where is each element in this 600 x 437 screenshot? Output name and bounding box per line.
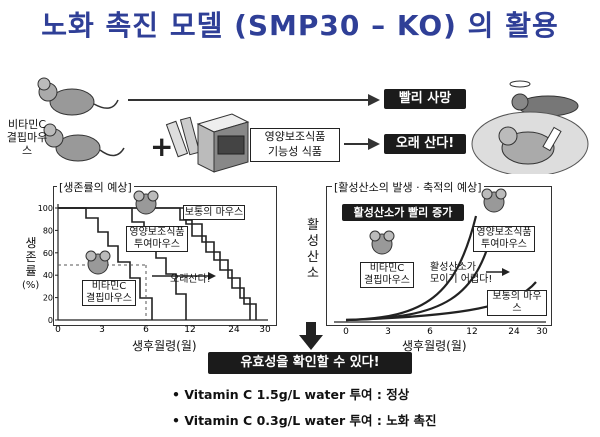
supplement-box: 영양보조식품 기능성 식품 xyxy=(250,128,340,162)
oxygen-vitamin-c-label: 비타민C 결핍마우스 xyxy=(360,262,414,288)
x-tick-label: 0 xyxy=(55,325,61,335)
healthy-mouse-icon xyxy=(471,111,589,174)
x-tick-label: 3 xyxy=(385,327,391,337)
x-tick-label: 3 xyxy=(99,325,105,335)
x-tick-label: 0 xyxy=(343,327,349,337)
mouse-icon xyxy=(481,188,507,213)
survival-curve xyxy=(58,207,187,320)
conclusion-box: 유효성을 확인할 수 있다! xyxy=(208,352,412,374)
top-illustration: + xyxy=(37,77,589,174)
x-tick-label: 12 xyxy=(466,327,477,337)
long-life-box: 오래 산다! xyxy=(384,134,466,154)
long-life-arrow-label: 오래산다! xyxy=(170,274,211,285)
y-tick-label: 40 xyxy=(43,271,53,280)
vitamin-c-mouse-label: 비타민C 결핍마우스 xyxy=(82,280,136,306)
mouse-icon xyxy=(133,190,159,215)
vitamin-c-deficient-mouse-label: 비타민C 결핍마우스 xyxy=(6,118,48,157)
mouse-icon xyxy=(37,77,119,116)
plus-sign: + xyxy=(150,130,173,163)
y-tick-label: 0 xyxy=(48,316,53,325)
x-tick-label: 30 xyxy=(259,325,271,335)
mouse-icon xyxy=(369,230,395,255)
x-tick-label: 6 xyxy=(143,325,149,335)
supplement-mouse-label: 영양보조식품 투여마우스 xyxy=(126,226,188,252)
survival-ylabel: 생존률 xyxy=(25,236,37,278)
page-title: 노화 촉진 모델 (SMP30 – KO) 의 활용 xyxy=(41,9,559,42)
y-tick-label: 20 xyxy=(43,294,53,303)
survival-chart: 100 80 60 40 20 0 0 3 6 12 24 30 xyxy=(38,190,271,335)
supplement-icon xyxy=(165,113,250,173)
y-tick-label: 100 xyxy=(38,204,53,213)
normal-mouse-label: 보통의 마우스 xyxy=(183,205,245,220)
fast-death-box: 빨리 사망 xyxy=(384,89,466,109)
oxygen-chart-header: [활성산소의 발생 · 축적의 예상] xyxy=(332,179,484,195)
x-tick-label: 6 xyxy=(427,327,433,337)
oxygen-xlabel: 생후월령(월) xyxy=(402,339,467,353)
y-tick-label: 60 xyxy=(43,249,53,258)
mouse-icon xyxy=(43,123,125,162)
x-tick-label: 24 xyxy=(508,327,520,337)
x-tick-label: 24 xyxy=(228,325,240,335)
survival-yunit: (%) xyxy=(22,280,40,291)
oxygen-fast-increase-badge: 활성산소가 빨리 증가 xyxy=(342,204,464,221)
oxygen-ylabel: 활성산소 xyxy=(307,218,319,281)
x-tick-label: 30 xyxy=(536,327,548,337)
arrow-icon xyxy=(344,138,380,150)
oxygen-supplement-label: 영양보조식품 투여마우스 xyxy=(473,226,535,252)
y-tick-label: 80 xyxy=(43,226,53,235)
survival-chart-header: [생존률의 예상] xyxy=(57,179,134,195)
bullet-item: • Vitamin C 0.3g/L water 투여 : 노화 촉진 xyxy=(172,413,437,428)
survival-curve xyxy=(58,207,251,320)
x-tick-label: 12 xyxy=(184,325,195,335)
arrow-icon xyxy=(128,94,380,106)
survival-curve xyxy=(58,207,153,320)
dead-mouse-icon xyxy=(509,80,579,117)
survival-xlabel: 생후월령(월) xyxy=(132,339,197,353)
down-arrow-icon xyxy=(299,322,323,350)
oxygen-normal-mouse-label: 보통의 마우스 xyxy=(487,290,547,316)
oxygen-accum-label: 활성산소가 모이기 어렵다! xyxy=(430,262,493,285)
mouse-icon xyxy=(85,250,111,275)
bullet-item: • Vitamin C 1.5g/L water 투여 : 정상 xyxy=(172,387,410,402)
